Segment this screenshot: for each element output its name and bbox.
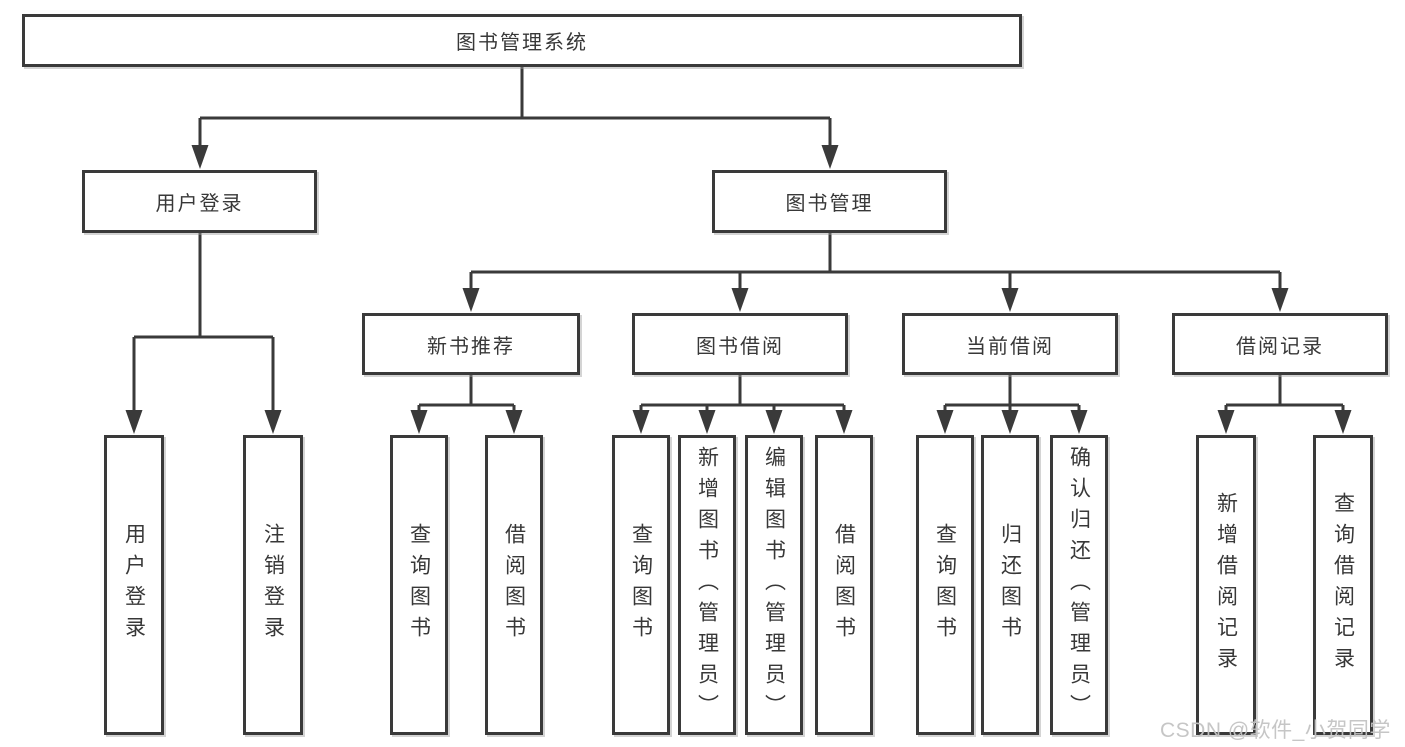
node-new-book-recommendation: 新书推荐	[362, 313, 580, 375]
node-label: 当前借阅	[966, 335, 1054, 358]
node-label: 归还图书	[998, 523, 1022, 647]
node-label: 查询借阅记录	[1331, 492, 1355, 678]
leaf-query-books-borrowing: 查询图书	[612, 435, 670, 735]
node-label: 图书借阅	[696, 335, 784, 358]
node-label: 编辑图书（管理员）	[762, 445, 786, 725]
leaf-edit-books-admin: 编辑图书（管理员）	[745, 435, 803, 735]
node-current-borrowing: 当前借阅	[902, 313, 1118, 375]
leaf-query-books-recommendation: 查询图书	[390, 435, 448, 735]
node-borrowing-records: 借阅记录	[1172, 313, 1388, 375]
connector-root-to-level2	[191, 67, 839, 169]
node-label: 用户登录	[122, 523, 146, 647]
node-label: 查询图书	[407, 523, 431, 647]
node-label: 新书推荐	[427, 335, 515, 358]
leaf-query-borrowing-record: 查询借阅记录	[1313, 435, 1373, 735]
node-label: 用户登录	[155, 193, 244, 215]
node-label: 新增图书（管理员）	[695, 445, 719, 725]
leaf-add-borrowing-record: 新增借阅记录	[1196, 435, 1256, 735]
node-label: 借阅记录	[1236, 335, 1324, 358]
leaf-borrow-books-borrowing: 借阅图书	[815, 435, 873, 735]
node-root-library-management-system: 图书管理系统	[22, 14, 1022, 67]
connector-user-login-to-leaves	[125, 233, 282, 434]
node-label: 借阅图书	[502, 523, 526, 647]
node-book-borrowing: 图书借阅	[632, 313, 848, 375]
node-book-management: 图书管理	[712, 170, 947, 233]
node-label: 图书管理系统	[456, 32, 588, 54]
node-label: 图书管理	[785, 193, 874, 215]
leaf-logout: 注销登录	[243, 435, 303, 735]
connector-new-book-rec-to-leaves	[410, 375, 523, 434]
node-label: 新增借阅记录	[1214, 492, 1238, 678]
csdn-watermark: CSDN @软件_小贺同学	[1160, 719, 1391, 742]
leaf-confirm-return-admin: 确认归还（管理员）	[1050, 435, 1108, 735]
leaf-borrow-books-recommendation: 借阅图书	[485, 435, 543, 735]
leaf-query-books-current: 查询图书	[916, 435, 974, 735]
node-label: 查询图书	[629, 523, 653, 647]
node-user-login: 用户登录	[82, 170, 317, 233]
leaf-return-books: 归还图书	[981, 435, 1039, 735]
connector-borrowing-records-to-leaves	[1217, 375, 1352, 434]
node-label: 注销登录	[261, 523, 285, 647]
connector-current-borrowing-to-leaves	[936, 375, 1088, 434]
node-label: 确认归还（管理员）	[1067, 445, 1091, 725]
leaf-user-login: 用户登录	[104, 435, 164, 735]
connector-book-borrowing-to-leaves	[632, 375, 853, 434]
leaf-add-books-admin: 新增图书（管理员）	[678, 435, 736, 735]
node-label: 查询图书	[933, 523, 957, 647]
connector-book-management-to-level3	[462, 233, 1289, 312]
node-label: 借阅图书	[832, 523, 856, 647]
